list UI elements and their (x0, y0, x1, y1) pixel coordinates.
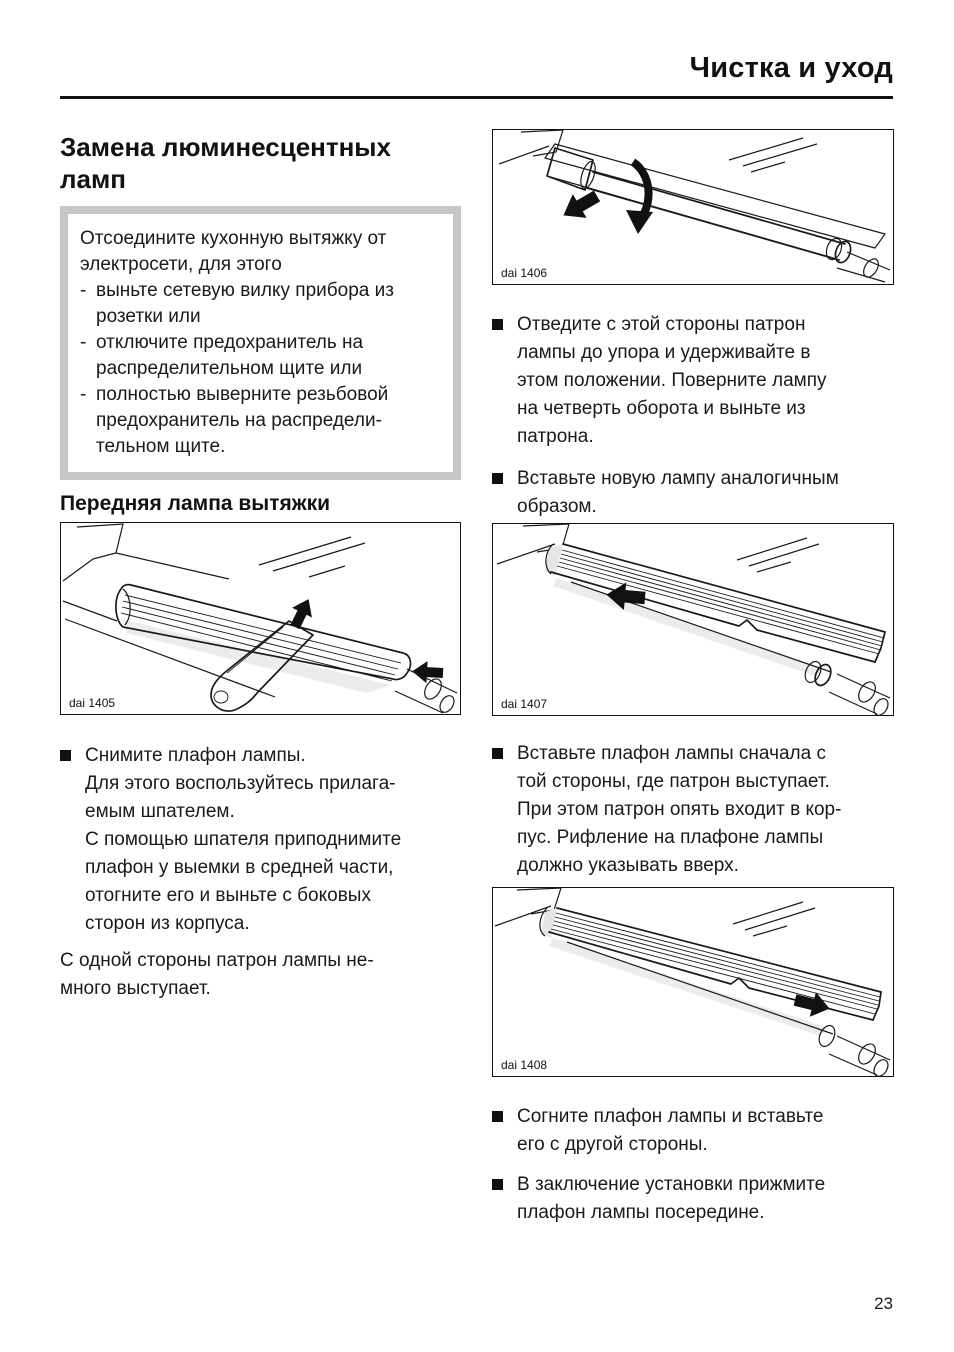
figure-caption: dai 1406 (501, 266, 547, 280)
box-intro-text: Отсоедините кухонную вытяжку от электрос… (80, 228, 387, 275)
power-disconnect-box: Отсоедините кухонную вытяжку от электрос… (60, 206, 461, 480)
bullet-square-icon (492, 319, 503, 330)
lamp-rotation-drawing: dai 1406 (498, 130, 891, 283)
dash-marker: - (80, 332, 87, 353)
page-number: 23 (874, 1294, 893, 1313)
arrow-left-icon (606, 582, 646, 610)
figure-caption: dai 1405 (69, 696, 115, 710)
figure-caption: dai 1408 (501, 1058, 547, 1072)
instruction-text: Снимите плафон лампы. Для этого воспольз… (85, 745, 402, 934)
instruction-text: Согните плафон лампы и вставьте его с др… (517, 1106, 824, 1155)
channel-shading (544, 143, 886, 249)
instruction-text: Отведите с этой стороны патрон лампы до … (517, 314, 827, 447)
list-item: - отключите предохранитель на распредели… (80, 330, 445, 382)
instruction-text: В заключение установки прижмите плафон л… (517, 1174, 826, 1223)
spatula-drawing (210, 620, 314, 712)
bullet-square-icon (492, 473, 503, 484)
header-rule (60, 96, 893, 99)
opening-shading (121, 619, 391, 693)
arrow-right-icon (793, 992, 830, 1017)
arrow-left-icon (412, 661, 444, 684)
figure-dai-1405: dai 1405 (60, 522, 461, 715)
bullet-square-icon (492, 748, 503, 759)
instruction-bullet: Согните плафон лампы и вставьте его с др… (492, 1103, 894, 1159)
lamp-cover-shape (115, 583, 412, 681)
instruction-text: Вставьте плафон лампы сначала с той стор… (517, 743, 842, 876)
list-item-text: отключите предохранитель на распределите… (96, 332, 364, 379)
instruction-bullet: Отведите с этой стороны патрон лампы до … (492, 311, 894, 451)
figure-dai-1407: dai 1407 (492, 523, 894, 716)
subsection-title: Передняя лампа вытяжки (60, 492, 331, 515)
list-item: - выньте сетевую вилку прибора из розетк… (80, 278, 445, 330)
cover-insert-right-drawing: dai 1408 (494, 888, 891, 1076)
bullet-square-icon (492, 1111, 503, 1122)
instruction-text: Вставьте новую лампу аналогичным образом… (517, 468, 839, 517)
dash-marker: - (80, 280, 87, 301)
page-title: Чистка и уход (689, 52, 893, 84)
tube-end-cap (814, 663, 832, 687)
note-paragraph: С одной стороны патрон лампы не- много в… (60, 950, 374, 999)
section-title: Замена люминесцентных ламп (60, 132, 391, 194)
bullet-square-icon (492, 1179, 503, 1190)
arrow-up-icon (290, 599, 312, 630)
arrow-down-left-icon (563, 190, 601, 218)
lamp-cover-shape (549, 908, 881, 1020)
instruction-bullet: Вставьте плафон лампы сначала с той стор… (492, 740, 894, 880)
tube-end-cap (818, 1024, 836, 1048)
list-item-text: полностью выверните резьбовой предохрани… (96, 384, 389, 457)
lamp-cover-shape (551, 544, 885, 662)
instruction-bullet: Снимите плафон лампы. Для этого воспольз… (60, 742, 461, 938)
list-item-text: выньте сетевую вилку прибора из розетки … (96, 280, 394, 327)
lamp-socket (546, 147, 594, 191)
instruction-bullet: Вставьте новую лампу аналогичным образом… (492, 465, 894, 521)
list-item: - полностью выверните резьбовой предохра… (80, 382, 445, 460)
instruction-bullet: В заключение установки прижмите плафон л… (492, 1171, 894, 1227)
rotation-arrow-icon (626, 158, 653, 234)
dash-marker: - (80, 384, 87, 405)
tube-end-cap (834, 240, 852, 264)
bullet-square-icon (60, 750, 71, 761)
cover-insert-left-drawing: dai 1407 (496, 524, 891, 715)
figure-caption: dai 1407 (501, 697, 547, 711)
lamp-cover-removal-drawing: dai 1405 (62, 523, 458, 714)
figure-dai-1406: dai 1406 (492, 129, 894, 285)
left-column: Замена люминесцентных ламп Отсоедините к… (60, 131, 461, 1003)
right-column: dai 1406 Отведите с этой стороны патрон … (492, 129, 894, 1227)
figure-dai-1408: dai 1408 (492, 887, 894, 1077)
opening-shading (549, 938, 829, 1036)
